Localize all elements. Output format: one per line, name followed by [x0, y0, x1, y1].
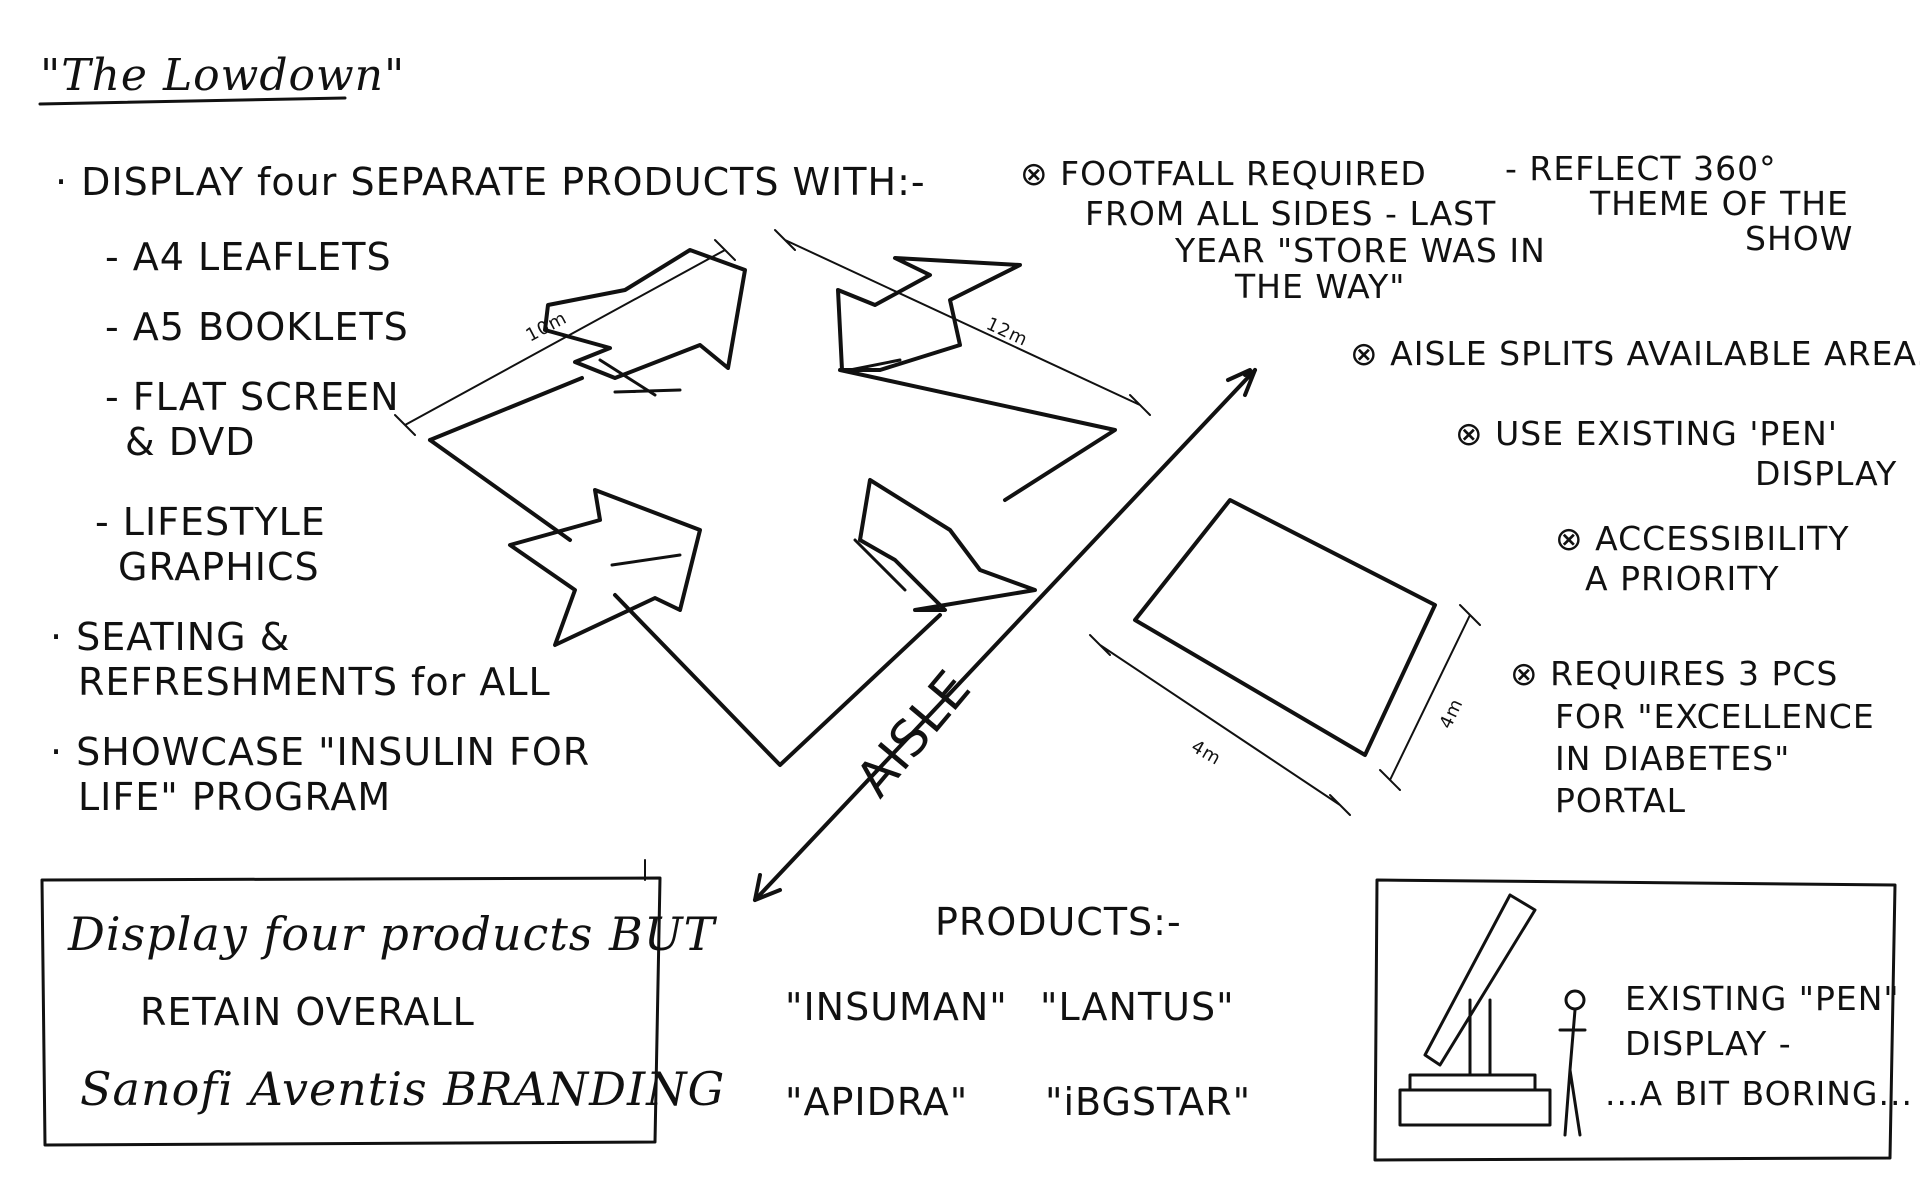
- seating-line2: REFRESHMENTS for ALL: [78, 660, 551, 704]
- arrow-se: [858, 478, 1037, 612]
- pen-illustration: [1423, 893, 1537, 1067]
- stand-edge-ne: [838, 368, 1117, 502]
- booklets-item: - A5 BOOKLETS: [105, 305, 409, 349]
- stand-edge-nw: [428, 376, 584, 442]
- reflect-line1: - REFLECT 360°: [1505, 149, 1777, 188]
- small-dimension-bottom: [1089, 634, 1351, 816]
- pen-plinth: [1398, 998, 1552, 1127]
- product-ibgstar: "iBGSTAR": [1045, 1080, 1251, 1124]
- dvd-item: & DVD: [125, 420, 256, 464]
- branding-line2: RETAIN OVERALL: [140, 990, 475, 1034]
- branding-line1: Display four products BUT: [67, 907, 718, 961]
- aisle-arrowhead-top: [1226, 368, 1257, 397]
- dimension-right-label: 12m: [983, 313, 1031, 350]
- pen-line2: DISPLAY -: [1625, 1024, 1792, 1063]
- small-dimension-bottom-label: 4m: [1188, 736, 1225, 770]
- pen-display-box: EXISTING "PEN" DISPLAY - ...A BIT BORING…: [1373, 878, 1913, 1162]
- stand-edge-s: [613, 593, 942, 767]
- product-apidra: "APIDRA": [785, 1080, 968, 1124]
- footfall-line1: ⊗ FOOTFALL REQUIRED: [1020, 154, 1427, 193]
- arrow-ne: [836, 256, 1022, 372]
- access-line2: A PRIORITY: [1585, 559, 1780, 598]
- branding-box-border: [40, 876, 662, 1147]
- small-dimension-right-label: 4m: [1435, 695, 1467, 732]
- seating-line1: · SEATING &: [50, 615, 290, 659]
- aisle-arrowhead-bottom: [753, 873, 782, 902]
- reflect-line2: THEME OF THE: [1589, 184, 1849, 223]
- footfall-line4: THE WAY": [1234, 267, 1406, 306]
- arrow-sw: [508, 488, 702, 647]
- use-existing-line2: DISPLAY: [1755, 454, 1897, 493]
- footfall-line2: FROM ALL SIDES - LAST: [1085, 194, 1496, 233]
- person-head: [1564, 989, 1586, 1011]
- requires-line2: FOR "EXCELLENCE: [1555, 697, 1875, 736]
- requires-line1: ⊗ REQUIRES 3 PCS: [1510, 654, 1838, 693]
- products-list: PRODUCTS:- "INSUMAN" "LANTUS" "APIDRA" "…: [785, 900, 1251, 1124]
- aisle-label: AISLE: [845, 659, 983, 807]
- leaflets-item: - A4 LEAFLETS: [105, 235, 392, 279]
- requires-line4: PORTAL: [1555, 781, 1686, 820]
- small-stand-outline: [1133, 498, 1437, 757]
- lifestyle-item: - LIFESTYLE: [95, 500, 326, 544]
- pen-line1: EXISTING "PEN": [1625, 979, 1900, 1018]
- display-heading: · DISPLAY four SEPARATE PRODUCTS WITH:-: [55, 160, 926, 204]
- person-figure: [1558, 1008, 1587, 1137]
- aisle-arrow: AISLE: [753, 368, 1257, 902]
- arrow-nw: [543, 248, 747, 380]
- dimension-line-left: [394, 239, 736, 436]
- pen-box-border: [1373, 878, 1897, 1162]
- pen-line3: ...A BIT BORING...: [1605, 1074, 1913, 1113]
- products-heading: PRODUCTS:-: [935, 900, 1182, 944]
- branding-box: Display four products BUT RETAIN OVERALL…: [40, 859, 725, 1147]
- graphics-item: GRAPHICS: [118, 545, 320, 589]
- aisle-arrow-line: [753, 368, 1257, 902]
- product-lantus: "LANTUS": [1040, 985, 1235, 1029]
- small-stand-plan: 4m 4m: [1089, 498, 1481, 816]
- dimension-line-right: [774, 229, 1151, 416]
- use-existing-line1: ⊗ USE EXISTING 'PEN': [1455, 414, 1838, 453]
- showcase-line1: · SHOWCASE "INSULIN FOR: [50, 730, 590, 774]
- flatscreen-item: - FLAT SCREEN: [105, 375, 400, 419]
- small-dimension-right: [1379, 604, 1481, 791]
- access-line1: ⊗ ACCESSIBILITY: [1555, 519, 1850, 558]
- product-insuman: "INSUMAN": [785, 985, 1008, 1029]
- arrow-shading: [598, 358, 907, 592]
- page-title: "The Lowdown": [40, 50, 405, 101]
- footfall-line3: YEAR "STORE WAS IN: [1174, 231, 1546, 270]
- reflect-line3: SHOW: [1745, 219, 1853, 258]
- stand-edge-w: [428, 438, 572, 542]
- branding-line3: Sanofi Aventis BRANDING: [80, 1062, 725, 1116]
- title-underline: [38, 96, 347, 106]
- showcase-line2: LIFE" PROGRAM: [78, 775, 391, 819]
- requires-line3: IN DIABETES": [1555, 739, 1790, 778]
- aisle-splits-note: ⊗ AISLE SPLITS AVAILABLE AREA.: [1350, 334, 1920, 373]
